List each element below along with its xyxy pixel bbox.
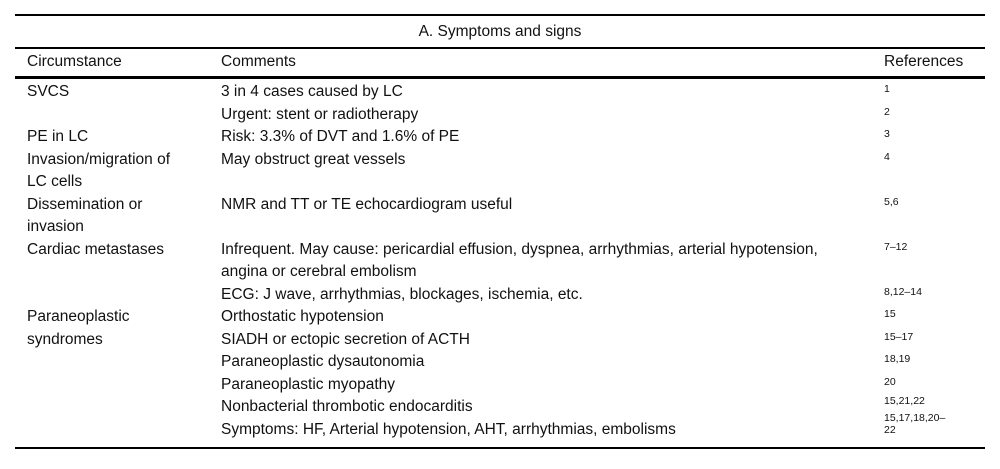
table-row: Infrequent. May cause: pericardial effus… (221, 239, 985, 284)
group-rows: Risk: 3.3% of DVT and 1.6% of PE 3 (221, 126, 985, 149)
table-row: Nonbacterial thrombotic endocarditis 15,… (221, 395, 985, 419)
circumstance-cell: SVCS (27, 83, 70, 100)
group-rows: NMR and TT or TE echocardiogram useful 5… (221, 194, 985, 217)
group-rows: 3 in 4 cases caused by LC 1 Urgent: sten… (221, 81, 985, 126)
references-cell: 5,6 (884, 195, 899, 208)
circumstance-cell: Dissemination or invasion (27, 195, 143, 236)
references-cell: 15,21,22 (884, 395, 925, 407)
column-header-circumstance: Circumstance (27, 53, 122, 71)
comment-cell: Paraneoplastic dysautonomia (221, 353, 425, 370)
comment-cell: NMR and TT or TE echocardiogram useful (221, 195, 513, 213)
comment-cell: Infrequent. May cause: pericardial effus… (221, 240, 818, 281)
references-cell: 15 (884, 308, 896, 320)
comment-cell: SIADH or ectopic secretion of ACTH (221, 330, 470, 348)
table-group: Dissemination or invasion NMR and TT or … (15, 194, 985, 239)
references-cell: 18,19 (884, 353, 911, 365)
references-cell: 15–17 (884, 330, 914, 343)
table-row: ECG: J wave, arrhythmias, blockages, isc… (221, 284, 985, 307)
table-row: SIADH or ectopic secretion of ACTH 15–17 (221, 329, 985, 352)
references-cell: 20 (884, 375, 896, 388)
table-group: SVCS 3 in 4 cases caused by LC 1 Urgent:… (15, 81, 985, 126)
comment-cell: Paraneoplastic myopathy (221, 375, 396, 393)
circumstance-cell: PE in LC (27, 128, 89, 145)
table-header: Circumstance Comments References (15, 47, 985, 79)
column-header-comments: Comments (221, 53, 296, 71)
table-title: A. Symptoms and signs (418, 23, 582, 41)
comment-cell: Nonbacterial thrombotic endocarditis (221, 398, 473, 415)
symptoms-table: A. Symptoms and signs Circumstance Comme… (15, 14, 985, 449)
table-row: Paraneoplastic myopathy 20 (221, 374, 985, 397)
table-row: 3 in 4 cases caused by LC 1 (221, 81, 985, 104)
table-row: Urgent: stent or radiotherapy 2 (221, 104, 985, 127)
references-cell: 2 (884, 105, 890, 118)
references-cell: 7–12 (884, 240, 908, 253)
table-body: SVCS 3 in 4 cases caused by LC 1 Urgent:… (15, 79, 985, 449)
table-row: May obstruct great vessels 4 (221, 149, 985, 172)
comment-cell: Orthostatic hypotension (221, 308, 384, 325)
group-rows: Orthostatic hypotension 15 SIADH or ecto… (221, 306, 985, 441)
comment-cell: ECG: J wave, arrhythmias, blockages, isc… (221, 285, 583, 303)
comment-cell: May obstruct great vessels (221, 150, 406, 168)
circumstance-cell: Paraneoplastic syndromes (27, 308, 130, 348)
references-cell: 3 (884, 128, 890, 140)
group-rows: May obstruct great vessels 4 (221, 149, 985, 172)
references-cell: 1 (884, 83, 890, 95)
table-row: NMR and TT or TE echocardiogram useful 5… (221, 194, 985, 217)
comment-cell: Symptoms: HF, Arterial hypotension, AHT,… (221, 420, 676, 438)
comment-cell: Urgent: stent or radiotherapy (221, 105, 419, 123)
comment-cell: 3 in 4 cases caused by LC (221, 83, 403, 100)
table-group: Cardiac metastases Infrequent. May cause… (15, 239, 985, 307)
table-group: PE in LC Risk: 3.3% of DVT and 1.6% of P… (15, 126, 985, 149)
references-cell: 15,17,18,20– 22 (884, 411, 946, 436)
column-header-references: References (884, 53, 964, 71)
table-group: Paraneoplastic syndromes Orthostatic hyp… (15, 306, 985, 441)
circumstance-cell: Cardiac metastases (27, 240, 164, 258)
table-title-bar: A. Symptoms and signs (15, 14, 985, 47)
table-row: Symptoms: HF, Arterial hypotension, AHT,… (221, 412, 985, 442)
table-group: Invasion/migration of LC cells May obstr… (15, 149, 985, 194)
references-cell: 8,12–14 (884, 285, 922, 298)
table-row: Orthostatic hypotension 15 (221, 306, 985, 329)
table-row: Risk: 3.3% of DVT and 1.6% of PE 3 (221, 126, 985, 149)
circumstance-cell: Invasion/migration of LC cells (27, 150, 171, 191)
comment-cell: Risk: 3.3% of DVT and 1.6% of PE (221, 128, 460, 145)
references-cell: 4 (884, 150, 890, 163)
table-row: Paraneoplastic dysautonomia 18,19 (221, 351, 985, 374)
group-rows: Infrequent. May cause: pericardial effus… (221, 239, 985, 307)
